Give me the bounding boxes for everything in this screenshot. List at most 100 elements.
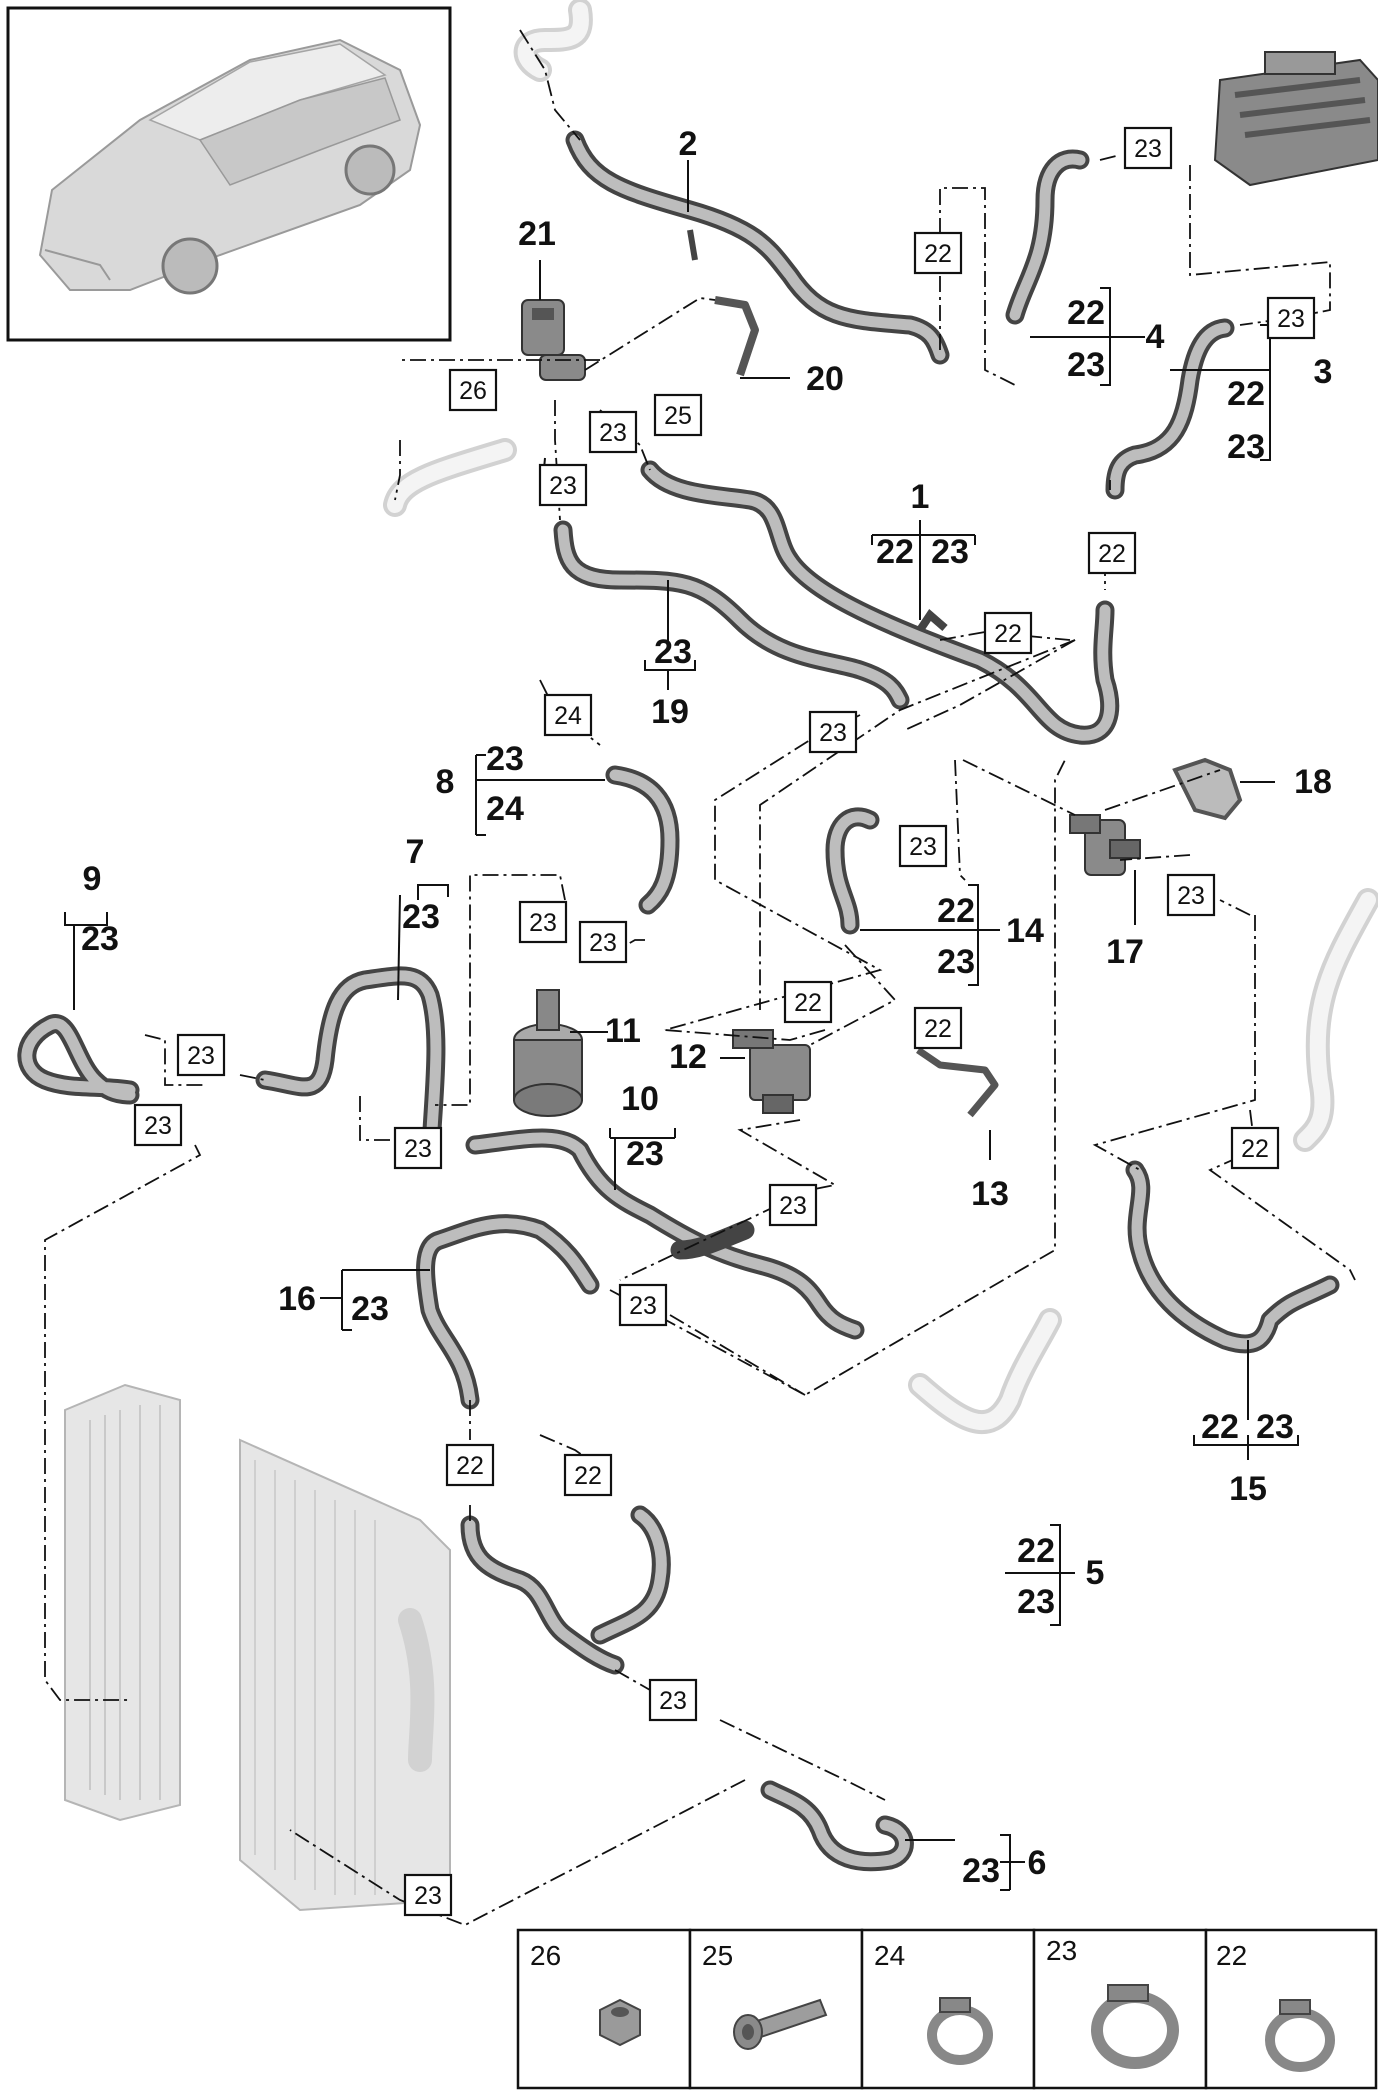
ref-box: 22 xyxy=(983,611,1033,655)
sublabel-1a: 22 xyxy=(876,533,914,571)
ref-box: 23 xyxy=(768,1183,818,1227)
valve-21-icon xyxy=(521,299,586,381)
ref-box-label: 23 xyxy=(1177,882,1205,910)
bracket-13-icon xyxy=(916,1047,999,1118)
legend-label: 24 xyxy=(874,1940,905,1971)
sublabel-15a: 22 xyxy=(1201,1408,1239,1446)
hex-nut-icon xyxy=(599,1998,641,2047)
ref-box-label: 23 xyxy=(549,472,577,500)
callout-5: 5 xyxy=(1086,1554,1105,1592)
ref-box: 22 xyxy=(445,1443,495,1487)
callout-1: 1 xyxy=(911,478,930,516)
legend-item-26: 26 xyxy=(530,1940,641,2047)
ref-box: 22 xyxy=(783,980,833,1024)
sublabel-5b: 23 xyxy=(1017,1583,1055,1621)
ref-box-label: 22 xyxy=(1098,540,1126,568)
callout-14: 14 xyxy=(1006,912,1044,950)
hose-16-icon xyxy=(416,1214,600,1410)
routing-lines xyxy=(44,29,1356,1926)
leader-lines xyxy=(64,160,1299,1891)
ref-box: 22 xyxy=(913,1006,963,1050)
ref-box: 23 xyxy=(578,920,628,964)
sublabel-4b: 23 xyxy=(1067,346,1105,384)
ref-box: 23 xyxy=(618,1283,668,1327)
hose-1-icon xyxy=(640,460,1120,745)
callout-7: 7 xyxy=(406,833,425,871)
legend-label: 26 xyxy=(530,1940,561,1971)
bracket-18-icon xyxy=(1172,757,1243,821)
ref-box-label: 23 xyxy=(629,1292,657,1320)
hose-14-icon xyxy=(825,807,880,935)
sublabel-16: 23 xyxy=(351,1290,389,1328)
ref-box: 23 xyxy=(1123,126,1173,170)
vehicle-thumbnail xyxy=(6,6,452,342)
callout-8: 8 xyxy=(436,763,455,801)
ref-box: 22 xyxy=(0,0,28,6)
callout-sublabels: 22 23 22 23 22 23 22 23 23 23 23 24 23 2… xyxy=(81,294,1294,1890)
callout-18: 18 xyxy=(1294,763,1332,801)
bolt-icon xyxy=(733,1998,828,2050)
ref-box: 23 xyxy=(393,1126,443,1170)
ref-box-label: 23 xyxy=(599,419,627,447)
radiator-left-icon xyxy=(64,1383,181,1822)
callout-numbers: 1 2 3 4 5 6 7 8 9 10 11 12 13 14 15 16 1… xyxy=(83,125,1333,1882)
callout-19: 19 xyxy=(651,693,689,731)
callout-3: 3 xyxy=(1314,353,1333,391)
ref-box-label: 23 xyxy=(414,1882,442,1910)
ref-box-label: 22 xyxy=(924,1015,952,1043)
ref-box-label: 22 xyxy=(1241,1135,1269,1163)
components xyxy=(17,51,1378,1872)
boxed-references: 23 22 22 23 22 22 2 6 25 23 23 22 23 24 2… xyxy=(0,0,1316,1917)
ref-box-label: 23 xyxy=(909,833,937,861)
sublabel-5a: 22 xyxy=(1017,1532,1055,1570)
sublabel-3a: 22 xyxy=(1227,375,1265,413)
ref-box-label: 25 xyxy=(664,402,692,430)
legend-item-25: 25 xyxy=(702,1940,828,2050)
callout-11: 11 xyxy=(605,1012,641,1050)
ref-box-label: 23 xyxy=(1277,305,1305,333)
hose-8-icon xyxy=(605,765,680,915)
ref-box: 23 xyxy=(588,410,638,454)
ref-box: 23 xyxy=(538,463,588,507)
ref-box-label: 23 xyxy=(819,719,847,747)
ref-box: 23 xyxy=(176,1033,226,1077)
ref-box-label: 23 xyxy=(589,929,617,957)
hose-6-icon xyxy=(760,1780,914,1872)
front-wheel-icon xyxy=(161,237,219,295)
ref-box: 22 xyxy=(1230,1126,1280,1170)
sublabel-10: 23 xyxy=(626,1135,664,1173)
callout-2: 2 xyxy=(679,125,698,163)
ref-box: 23 xyxy=(808,710,858,754)
sublabel-3b: 23 xyxy=(1227,428,1265,466)
callout-13: 13 xyxy=(971,1175,1009,1213)
sublabel-1b: 23 xyxy=(931,533,969,571)
ref-box: 25 xyxy=(653,393,703,437)
rear-wheel-icon xyxy=(344,144,396,196)
callout-6: 6 xyxy=(1028,1844,1047,1882)
ref-box-label: 23 xyxy=(779,1192,807,1220)
sublabel-14a: 22 xyxy=(937,892,975,930)
legend-label: 22 xyxy=(1216,1940,1247,1971)
sublabel-4a: 22 xyxy=(1067,294,1105,332)
ref-box-label: 23 xyxy=(659,1687,687,1715)
ref-box-label: 22 xyxy=(924,240,952,268)
ref-box-label: 22 xyxy=(574,1462,602,1490)
callout-9: 9 xyxy=(83,860,102,898)
callout-12: 12 xyxy=(669,1038,707,1076)
sublabel-15b: 23 xyxy=(1256,1408,1294,1446)
radiator-main-icon xyxy=(239,1438,451,1912)
hose-clamp-icon xyxy=(1091,1984,1179,2069)
valve-12-icon xyxy=(732,1029,811,1114)
ref-box-label: 23 xyxy=(404,1135,432,1163)
control-unit-icon xyxy=(1213,51,1378,187)
sublabel-6: 23 xyxy=(962,1852,1000,1890)
sublabel-8a: 23 xyxy=(486,740,524,778)
ref-box-label: 22 xyxy=(994,620,1022,648)
hose-4-icon xyxy=(1005,149,1090,325)
sublabel-8b: 24 xyxy=(486,790,524,828)
ref-box: 23 xyxy=(898,824,948,868)
ref-box: 23 xyxy=(1266,296,1316,340)
hose-19-icon xyxy=(553,520,910,710)
ref-box: 23 xyxy=(1166,873,1216,917)
